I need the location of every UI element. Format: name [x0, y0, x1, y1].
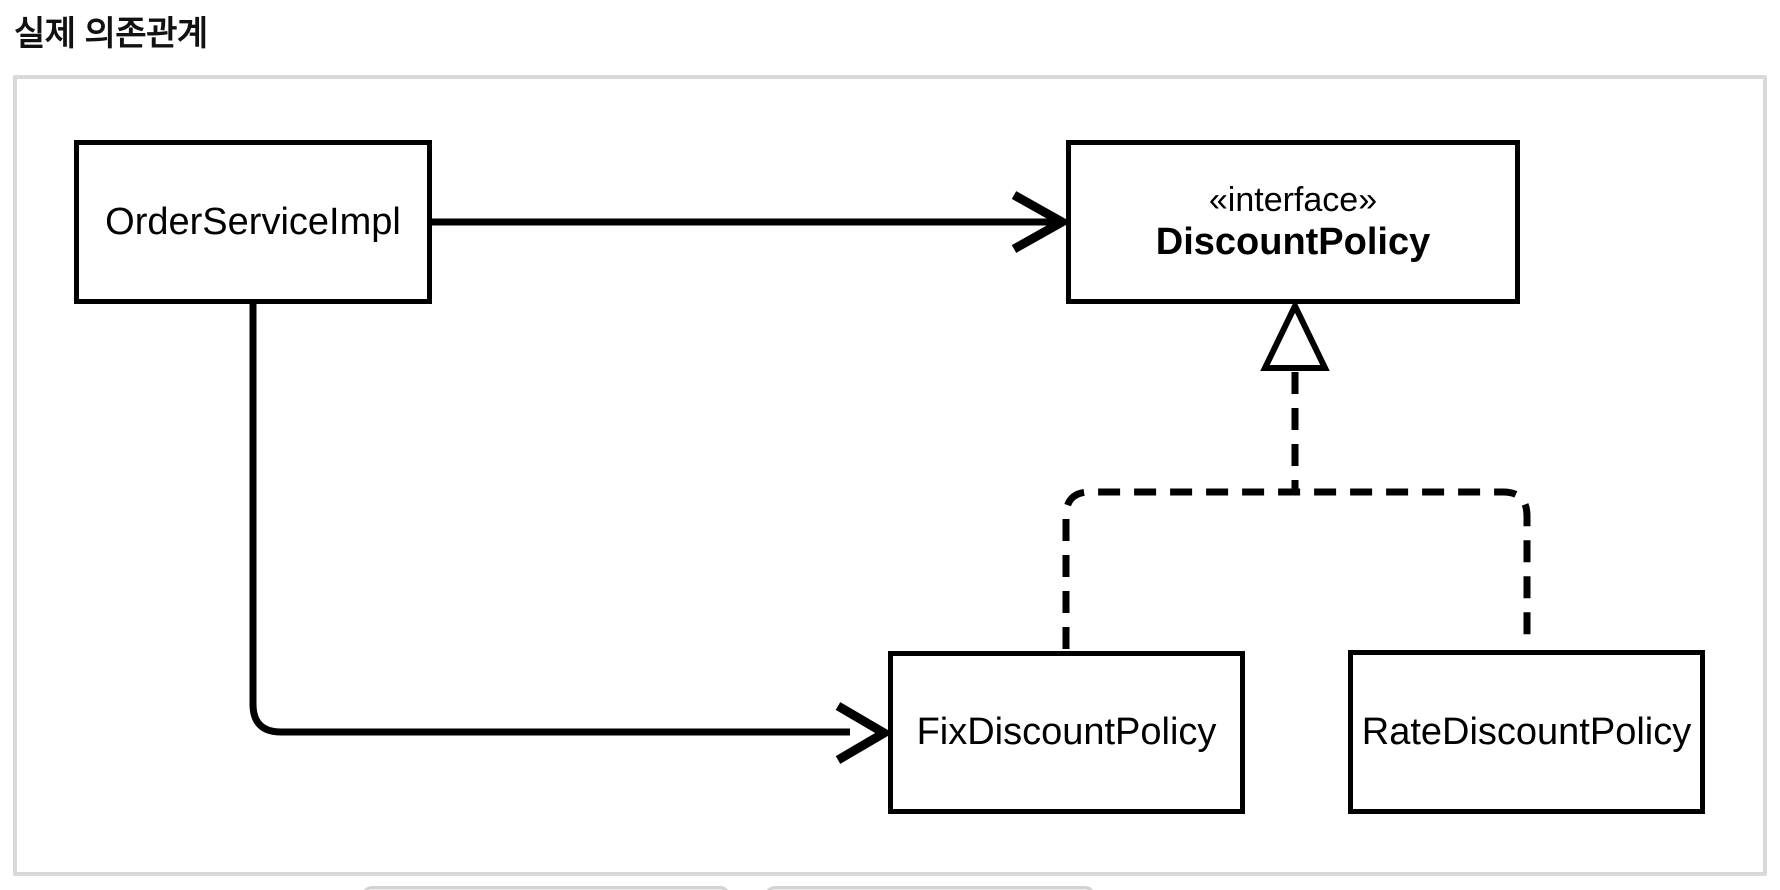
interface-stereotype-label: «interface» — [1208, 180, 1378, 219]
class-box-ratediscountpolicy: RateDiscountPolicy — [1348, 650, 1705, 814]
class-name-label: OrderServiceImpl — [105, 200, 401, 243]
class-name-label: RateDiscountPolicy — [1361, 710, 1692, 753]
interface-box-discountpolicy: «interface» DiscountPolicy — [1066, 140, 1520, 304]
interface-name-label: DiscountPolicy — [1155, 220, 1431, 263]
class-box-orderserviceimpl: OrderServiceImpl — [74, 140, 432, 304]
class-box-fixdiscountpolicy: FixDiscountPolicy — [888, 651, 1245, 814]
cutoff-bottom-tab-right[interactable] — [765, 886, 1095, 890]
page-title: 실제 의존관계 — [14, 15, 208, 53]
class-name-label: FixDiscountPolicy — [916, 711, 1217, 754]
cutoff-bottom-tab-left[interactable] — [362, 886, 730, 890]
